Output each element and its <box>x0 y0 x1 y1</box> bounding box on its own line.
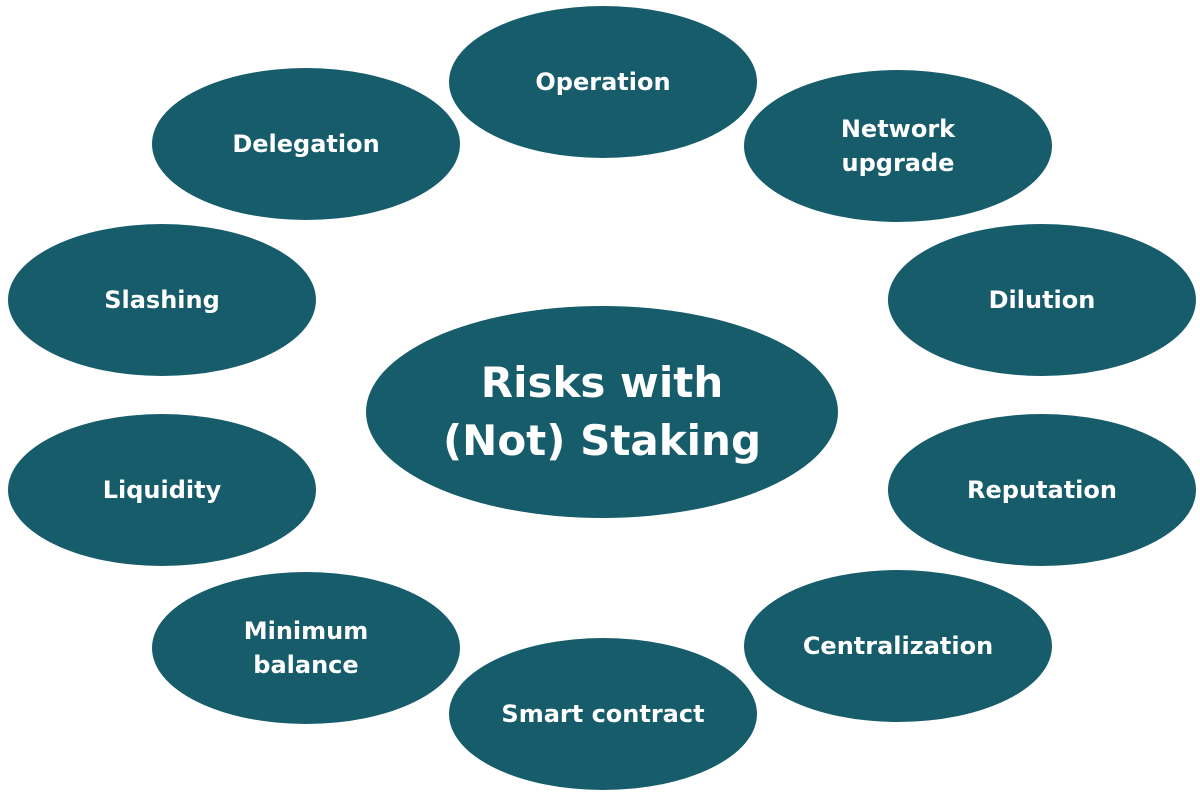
center-node-label: Risks with (Not) Staking <box>442 358 762 465</box>
node-network-upgrade: Network upgrade <box>744 70 1052 222</box>
node-operation: Operation <box>449 6 757 158</box>
node-label: Minimum balance <box>243 617 369 679</box>
node-label: Centralization <box>802 632 994 660</box>
node-label: Reputation <box>967 476 1117 504</box>
node-dilution: Dilution <box>888 224 1196 376</box>
node-smart-contract: Smart contract <box>449 638 757 790</box>
node-reputation: Reputation <box>888 414 1196 566</box>
node-label: Network upgrade <box>840 115 956 177</box>
node-label: Smart contract <box>501 700 705 728</box>
center-node: Risks with (Not) Staking <box>366 306 838 518</box>
node-label: Operation <box>535 68 671 96</box>
node-delegation: Delegation <box>152 68 460 220</box>
node-label: Dilution <box>988 286 1096 314</box>
node-centralization: Centralization <box>744 570 1052 722</box>
node-label: Delegation <box>232 130 380 158</box>
node-slashing: Slashing <box>8 224 316 376</box>
node-label: Liquidity <box>102 476 222 504</box>
node-minimum-balance: Minimum balance <box>152 572 460 724</box>
node-liquidity: Liquidity <box>8 414 316 566</box>
node-label: Slashing <box>104 286 220 314</box>
